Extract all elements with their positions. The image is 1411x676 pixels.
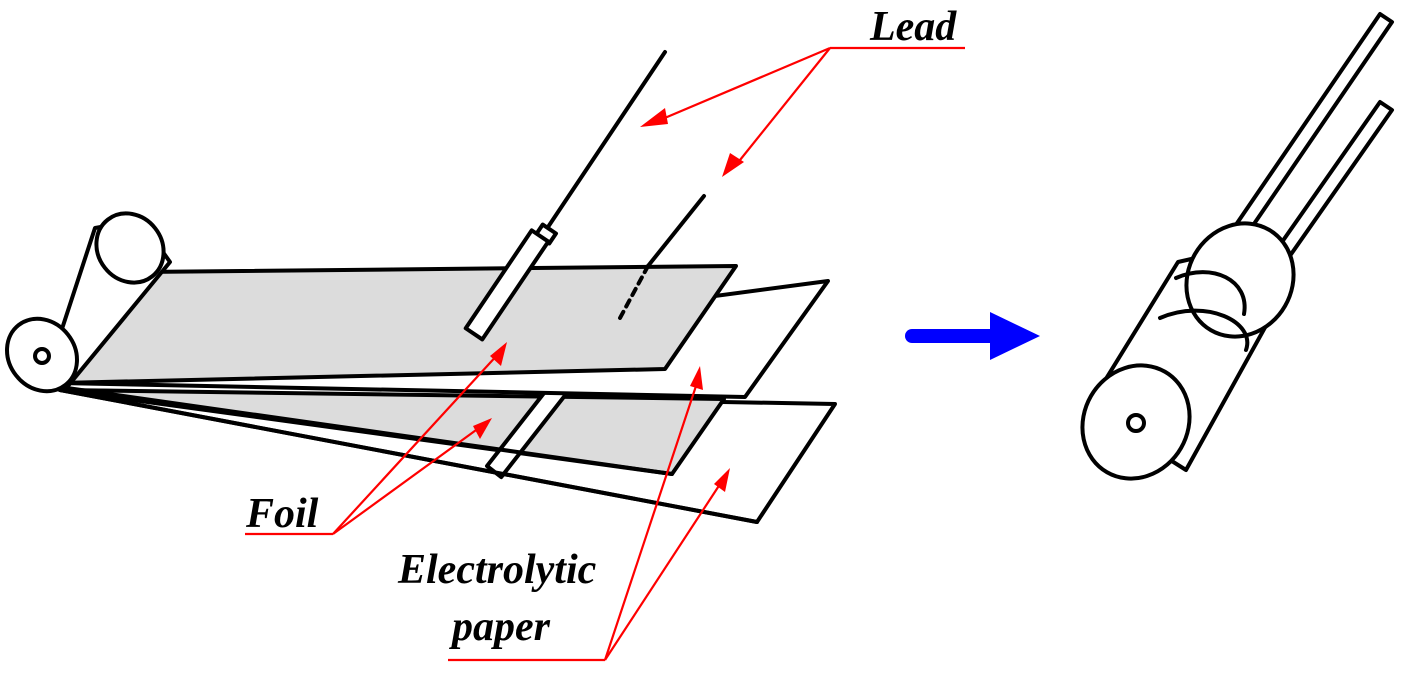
electrolytic-label-line1: Electrolytic <box>397 547 597 593</box>
electrolytic-label-line2: paper <box>449 604 551 650</box>
roller <box>5 211 172 394</box>
top-tab <box>463 228 551 342</box>
capacitor-icon <box>1080 12 1394 481</box>
foil-callout <box>245 342 507 536</box>
foil-label: Foil <box>245 491 319 537</box>
fan-line-1 <box>58 385 674 476</box>
lead-wire-right-dashed <box>618 264 650 320</box>
lead-callout <box>640 46 965 177</box>
right-arrow-icon <box>905 312 1040 360</box>
foil-top <box>58 264 738 385</box>
fan-line-2 <box>58 388 759 524</box>
lead-wire-right <box>646 194 706 268</box>
electrolytic-paper-callout <box>448 366 730 662</box>
lead-label: Lead <box>869 4 957 50</box>
lead-wire-left <box>544 50 667 232</box>
